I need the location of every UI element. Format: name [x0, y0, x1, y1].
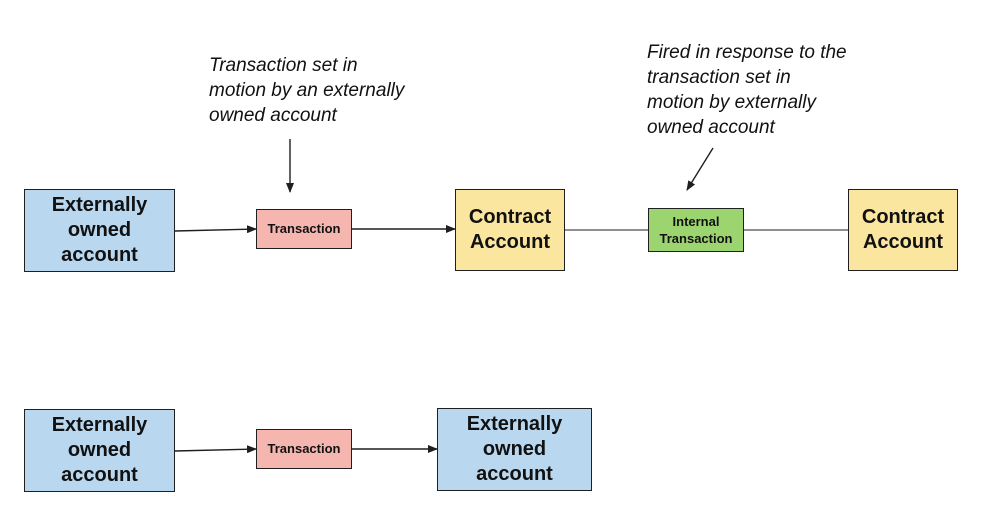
- contract-account-node-2: Contract Account: [848, 189, 958, 271]
- transaction-annotation: Transaction set in motion by an external…: [209, 55, 405, 126]
- externally-owned-account-node-top: Externally owned account: [24, 189, 175, 272]
- arrow-note-to-internal-transaction: [686, 147, 714, 191]
- arrow-eoa-to-transaction-top: [174, 225, 257, 234]
- internal-transaction-node: Internal Transaction: [648, 208, 744, 252]
- internal-transaction-annotation: Fired in response to the transaction set…: [647, 42, 847, 138]
- transaction-node-bottom: Transaction: [256, 429, 352, 469]
- contract-account-node-1: Contract Account: [455, 189, 565, 271]
- externally-owned-account-node-bottom-source: Externally owned account: [24, 409, 175, 492]
- externally-owned-account-node-bottom-target: Externally owned account: [437, 408, 592, 491]
- arrow-eoa-to-transaction-bottom: [174, 445, 257, 454]
- transaction-node-top: Transaction: [256, 209, 352, 249]
